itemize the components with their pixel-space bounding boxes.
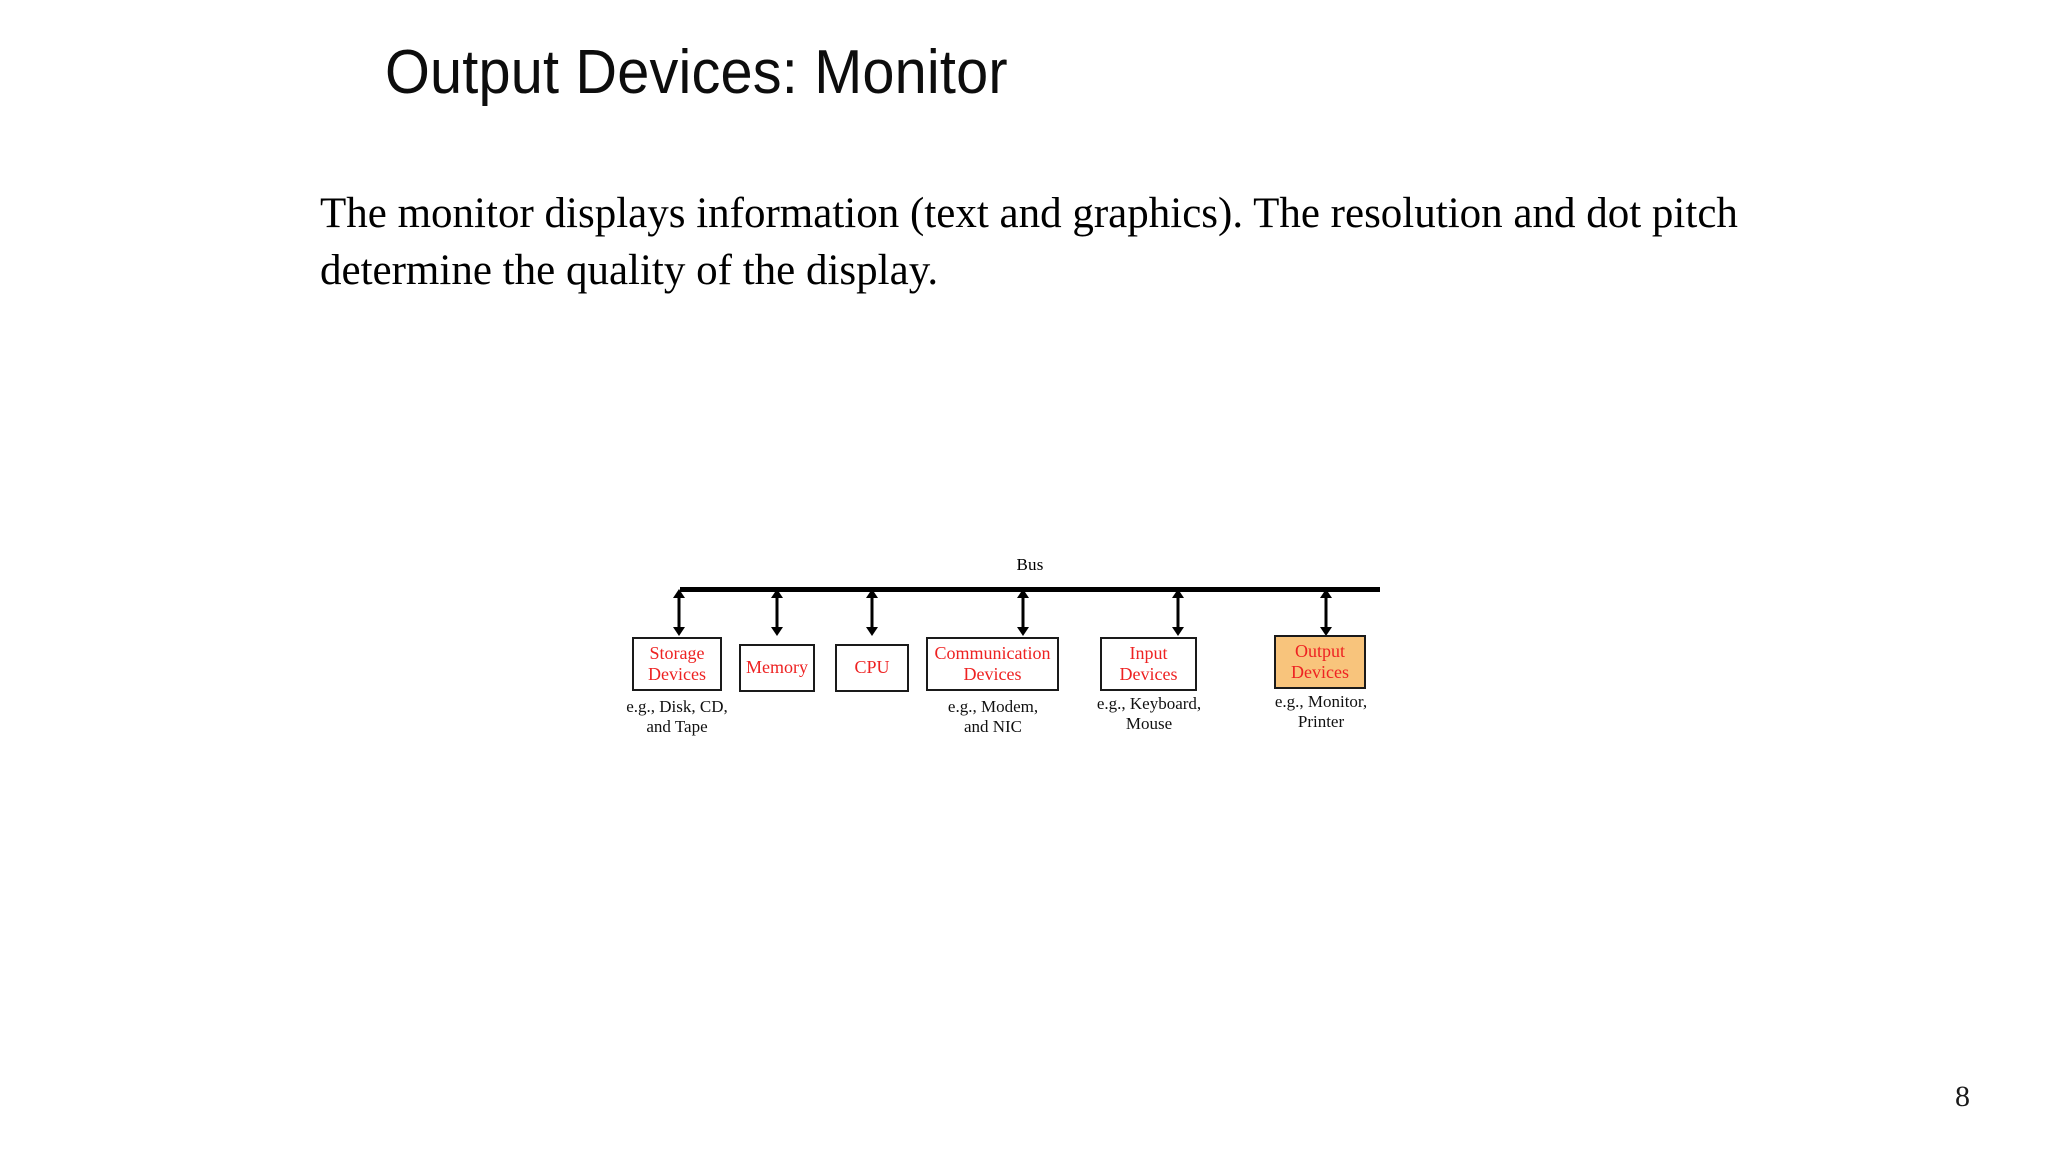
node-label: CPU: [854, 657, 890, 678]
page-number: 8: [1955, 1080, 1970, 1113]
bus-label: Bus: [1016, 555, 1044, 574]
node-caption-communication-devices: e.g., Modem, and NIC: [947, 697, 1039, 737]
node-label: Output Devices: [1291, 640, 1349, 682]
node-caption-output-devices: e.g., Monitor, Printer: [1274, 692, 1368, 732]
node-caption-storage-devices: e.g., Disk, CD, and Tape: [626, 697, 728, 737]
computer-architecture-diagram: Bus Storage Devices Memory CPU: [620, 555, 1440, 785]
bus-arrow-storage: [672, 589, 686, 636]
node-box-output-devices[interactable]: Output Devices: [1274, 635, 1366, 689]
node-label: Input Devices: [1119, 642, 1178, 684]
bus-arrow-communication: [1016, 589, 1030, 636]
bus-arrow-input: [1171, 589, 1185, 636]
bus-arrow-output: [1319, 589, 1333, 636]
node-caption-input-devices: e.g., Keyboard, Mouse: [1096, 694, 1202, 734]
bus-arrow-cpu: [865, 589, 879, 636]
body-paragraph: The monitor displays information (text a…: [320, 190, 1738, 295]
bus-arrow-memory: [770, 589, 784, 636]
bus-line: [680, 587, 1380, 592]
node-label: Communication Devices: [934, 642, 1051, 684]
node-box-storage-devices[interactable]: Storage Devices: [632, 637, 722, 691]
node-box-memory[interactable]: Memory: [739, 644, 815, 692]
page-title: Output Devices: Monitor: [385, 38, 1008, 107]
node-box-cpu[interactable]: CPU: [835, 644, 909, 692]
node-box-communication-devices[interactable]: Communication Devices: [926, 637, 1059, 691]
node-label: Memory: [746, 657, 808, 678]
node-label: Storage Devices: [648, 642, 706, 684]
node-box-input-devices[interactable]: Input Devices: [1100, 637, 1197, 691]
